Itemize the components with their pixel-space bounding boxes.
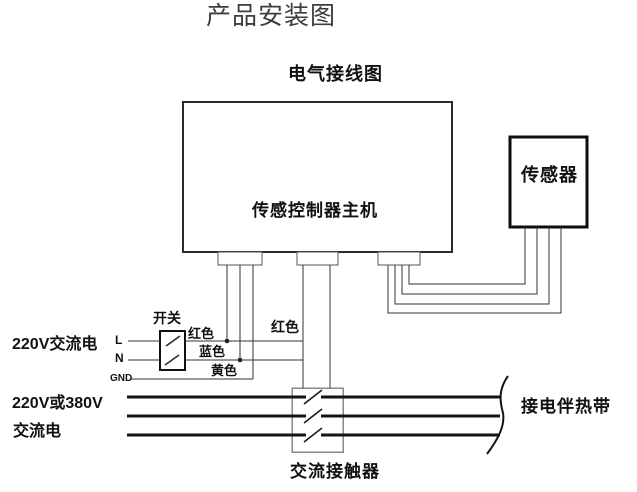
- contactor-pole1-icon: [303, 389, 323, 405]
- blue-junction-dot: [237, 357, 243, 363]
- page-title: 产品安装图: [206, 2, 337, 30]
- terminal-neutral-label: N: [115, 351, 124, 365]
- sensor-cable-2: [394, 227, 550, 305]
- blue-wire-label: 蓝色: [199, 344, 226, 359]
- cable-bundle-brace-icon: [486, 375, 509, 455]
- supply-single-phase-label: 220V交流电: [12, 336, 98, 353]
- diagram-subtitle: 电气接线图: [288, 64, 383, 84]
- switch-label: 开关: [153, 310, 181, 326]
- power-lines: [127, 395, 500, 437]
- junction-dots: [224, 338, 243, 363]
- controller-label: 传感控制器主机: [252, 201, 378, 220]
- contactor-label: 交流接触器: [290, 462, 380, 481]
- sensor-label: 传感器: [521, 165, 578, 185]
- yellow-wire-label: 黄色: [211, 363, 238, 378]
- switch-box: [158, 329, 187, 372]
- control-wires: [128, 227, 562, 388]
- red-wire-label-left: 红色: [188, 326, 215, 341]
- heat-band-label: 接电伴热带: [521, 397, 611, 416]
- supply-three-phase-label-line1: 220V或380V: [12, 395, 103, 412]
- contactor-contact-icons: [303, 389, 323, 443]
- red-wire-label-middle: 红色: [271, 319, 299, 335]
- supply-three-phase-label-line2: 交流电: [13, 423, 62, 440]
- contactor-pole3-icon: [303, 427, 323, 443]
- terminal-ground-label: GND: [110, 373, 133, 384]
- switch-pole2-icon: [164, 354, 180, 366]
- terminal-live-label: L: [115, 333, 123, 347]
- controller-right-terminal-tab: [377, 251, 421, 266]
- sensor-cable-1: [387, 227, 562, 314]
- contactor-box: [291, 387, 344, 453]
- contactor-pole2-icon: [303, 408, 323, 424]
- sensor-cable-3: [401, 227, 538, 295]
- switch-pole1-icon: [165, 335, 181, 347]
- switch-contact-icons: [164, 335, 181, 366]
- controller-box: [182, 101, 453, 253]
- sensor-cable-4: [408, 227, 526, 285]
- controller-left-terminal-tab: [217, 251, 263, 266]
- red-junction-dot: [224, 338, 230, 344]
- controller-middle-terminal-tab: [296, 251, 339, 266]
